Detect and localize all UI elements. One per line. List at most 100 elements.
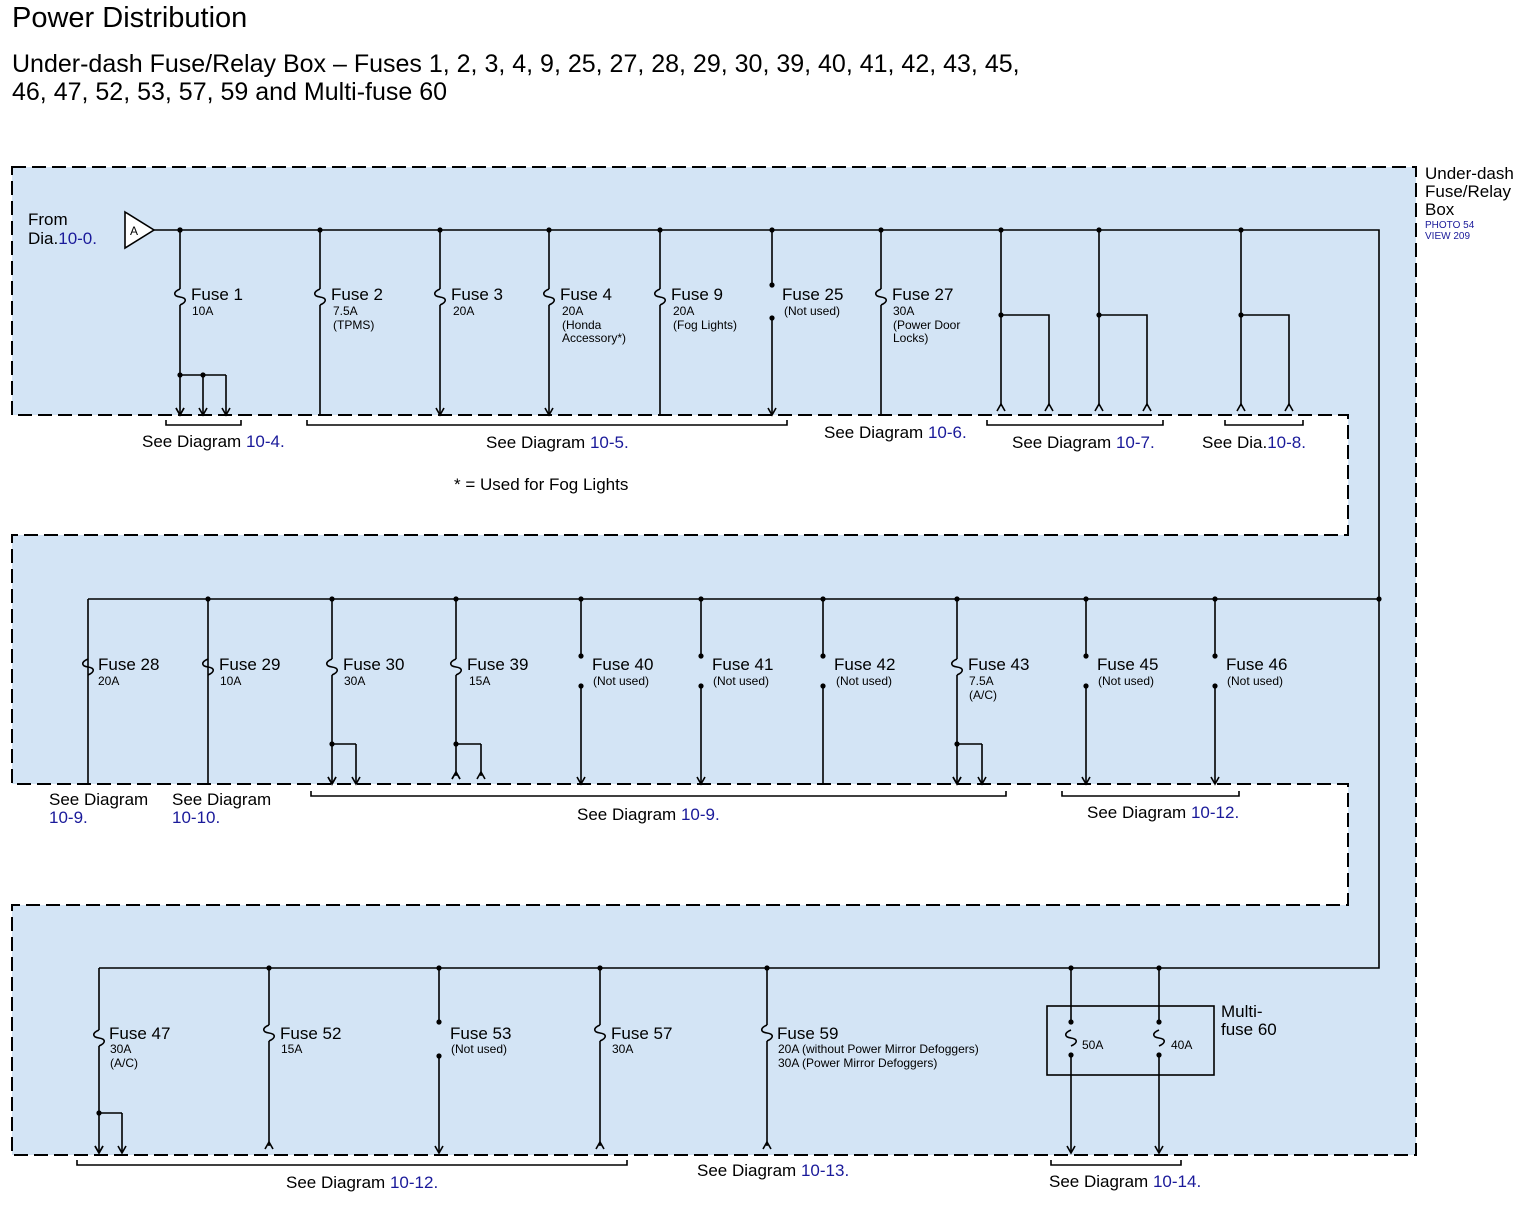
svg-text:Fuse 28: Fuse 28 xyxy=(98,655,159,674)
fuse-41-label: Fuse 41 (Not used) xyxy=(712,655,773,688)
svg-text:15A: 15A xyxy=(281,1042,302,1056)
feed-10-7-b-branch-wire xyxy=(1099,314,1148,406)
source-dia-label[interactable]: Dia.10-0. xyxy=(28,229,97,248)
fuse-3-arrow-icon xyxy=(435,407,445,417)
svg-text:Fuse 27: Fuse 27 xyxy=(892,285,953,304)
svg-text:10-10.: 10-10. xyxy=(172,808,220,827)
fuse-9-symbol xyxy=(653,288,667,306)
fuse-57-label: Fuse 57 30A xyxy=(611,1024,672,1056)
see-diagram-10-6-link[interactable]: See Diagram 10-6. xyxy=(824,423,967,442)
page-subtitle-line-1: Under-dash Fuse/Relay Box – Fuses 1, 2, … xyxy=(12,50,1020,78)
fog-lights-note: * = Used for Fog Lights xyxy=(454,475,628,494)
fuse-42-label: Fuse 42 (Not used) xyxy=(834,655,895,688)
fuse-59-symbol xyxy=(760,1024,774,1042)
multifuse-60-b-contact-top xyxy=(1156,1019,1162,1025)
fuse-29-bus-junction xyxy=(205,596,211,602)
fuse-59-bus-junction xyxy=(764,965,770,971)
fuse-42-contact-top xyxy=(820,653,826,659)
fuse-3-bus-junction xyxy=(437,227,443,233)
multifuse-60-housing xyxy=(1046,1005,1215,1076)
svg-text:Fuse 59: Fuse 59 xyxy=(777,1024,838,1043)
see-diagram-10-7-link[interactable]: See Diagram 10-7. xyxy=(1012,433,1155,452)
bus-tee-junction xyxy=(1376,596,1382,602)
fuse-4-bus-junction xyxy=(546,227,552,233)
see-diagram-10-9-left-link[interactable]: See Diagram 10-9. xyxy=(49,790,148,827)
fuse-box-outline xyxy=(11,166,1417,1156)
bracket-10-8 xyxy=(1224,420,1304,426)
fuse-1-split-dot-1 xyxy=(200,372,206,378)
svg-text:(Not used): (Not used) xyxy=(1098,674,1154,688)
see-diagram-10-4-link[interactable]: See Diagram 10-4. xyxy=(142,432,285,451)
feed-10-8-fork-icon-b xyxy=(1284,402,1294,412)
svg-text:30A: 30A xyxy=(612,1042,633,1056)
feed-10-8-branch-wire xyxy=(1241,314,1290,406)
feed-10-7-a-split-dot xyxy=(998,312,1004,318)
see-diagram-10-10-link[interactable]: See Diagram 10-10. xyxy=(172,790,271,827)
see-diagram-10-5-link[interactable]: See Diagram 10-5. xyxy=(486,433,629,452)
source-from-label: From xyxy=(28,210,68,229)
see-diagram-10-13-link[interactable]: See Diagram 10-13. xyxy=(697,1161,849,1180)
fuse-39-fork-icon-0 xyxy=(451,770,461,780)
multifuse-60-b-contact-bottom xyxy=(1156,1052,1162,1058)
see-diagram-10-12-row3-link[interactable]: See Diagram 10-12. xyxy=(286,1173,438,1192)
page-subtitle-line-2: 46, 47, 52, 53, 57, 59 and Multi-fuse 60 xyxy=(12,78,448,106)
source-connector-a-icon xyxy=(124,210,156,250)
fuse-46-arrow-icon xyxy=(1210,776,1220,786)
fuse-25-bus-junction xyxy=(769,227,775,233)
multifuse-60-a-contact-bottom xyxy=(1068,1052,1074,1058)
svg-text:Fuse 46: Fuse 46 xyxy=(1226,655,1287,674)
svg-text:30A: 30A xyxy=(344,674,365,688)
svg-text:Fuse 9: Fuse 9 xyxy=(671,285,723,304)
svg-text:30A: 30A xyxy=(110,1042,131,1056)
svg-text:Fuse 30: Fuse 30 xyxy=(343,655,404,674)
multifuse-60-a-symbol xyxy=(1064,1029,1078,1047)
fuse-41-contact-top xyxy=(698,653,704,659)
box-view-ref[interactable]: VIEW 209 xyxy=(1425,231,1470,242)
fuse-52-label: Fuse 52 15A xyxy=(280,1024,341,1056)
fuse-59-label: Fuse 59 20A (without Power Mirror Defogg… xyxy=(777,1024,979,1070)
svg-text:Accessory*): Accessory*) xyxy=(562,331,626,345)
see-diagram-10-12-row2-link[interactable]: See Diagram 10-12. xyxy=(1087,803,1239,822)
fuse-39-fork-icon-1 xyxy=(476,770,486,780)
box-photo-ref[interactable]: PHOTO 54 xyxy=(1425,220,1475,231)
svg-text:30A: 30A xyxy=(893,304,914,318)
svg-text:10A: 10A xyxy=(192,304,213,318)
fuse-45-contact-bottom xyxy=(1083,683,1089,689)
fuse-45-label: Fuse 45 (Not used) xyxy=(1097,655,1158,688)
fuse-2-label: Fuse 2 7.5A (TPMS) xyxy=(331,285,383,332)
fuse-29-label: Fuse 29 10A xyxy=(219,655,280,688)
feed-10-7-a-bus-junction xyxy=(998,227,1004,233)
see-diagram-10-9-link[interactable]: See Diagram 10-9. xyxy=(577,805,720,824)
fuse-3-symbol xyxy=(433,288,447,306)
svg-text:Fuse 3: Fuse 3 xyxy=(451,285,503,304)
svg-text:(Power Door: (Power Door xyxy=(893,318,960,332)
fuse-57-bus-junction xyxy=(597,965,603,971)
box-label-line-2: Fuse/Relay xyxy=(1425,182,1511,201)
svg-text:7.5A: 7.5A xyxy=(333,304,358,318)
see-diagram-10-14-link[interactable]: See Diagram 10-14. xyxy=(1049,1172,1201,1191)
fuse-28-label: Fuse 28 20A xyxy=(98,655,159,688)
svg-text:Fuse 25: Fuse 25 xyxy=(782,285,843,304)
svg-text:Fuse 57: Fuse 57 xyxy=(611,1024,672,1043)
svg-text:Fuse 39: Fuse 39 xyxy=(467,655,528,674)
bracket-10-5 xyxy=(306,420,788,426)
see-dia-10-8-link[interactable]: See Dia.10-8. xyxy=(1202,433,1306,452)
feed-10-8-bus-junction xyxy=(1238,227,1244,233)
svg-text:10-9.: 10-9. xyxy=(49,808,88,827)
fuse-41-bus-junction xyxy=(698,596,704,602)
svg-text:Locks): Locks) xyxy=(893,331,928,345)
fuse-28-symbol xyxy=(81,658,95,676)
multifuse-60-rating-a: 50A xyxy=(1082,1038,1103,1052)
svg-text:Fuse 1: Fuse 1 xyxy=(191,285,243,304)
fuse-43-label: Fuse 43 7.5A (A/C) xyxy=(968,655,1029,702)
fuse-47-arrow-icon-1 xyxy=(117,1145,127,1155)
fuse-53-label: Fuse 53 (Not used) xyxy=(450,1024,511,1056)
fuse-39-label: Fuse 39 15A xyxy=(467,655,528,688)
multifuse-60-b-arrow-icon xyxy=(1154,1145,1164,1155)
fuse-41-contact-bottom xyxy=(698,683,704,689)
svg-text:10A: 10A xyxy=(220,674,241,688)
fuse-30-arrow-icon-0 xyxy=(327,776,337,786)
junction-layer xyxy=(96,227,1382,1116)
feed-10-7-a-fork-icon-a xyxy=(996,402,1006,412)
fuse-25-arrow-icon xyxy=(767,407,777,417)
